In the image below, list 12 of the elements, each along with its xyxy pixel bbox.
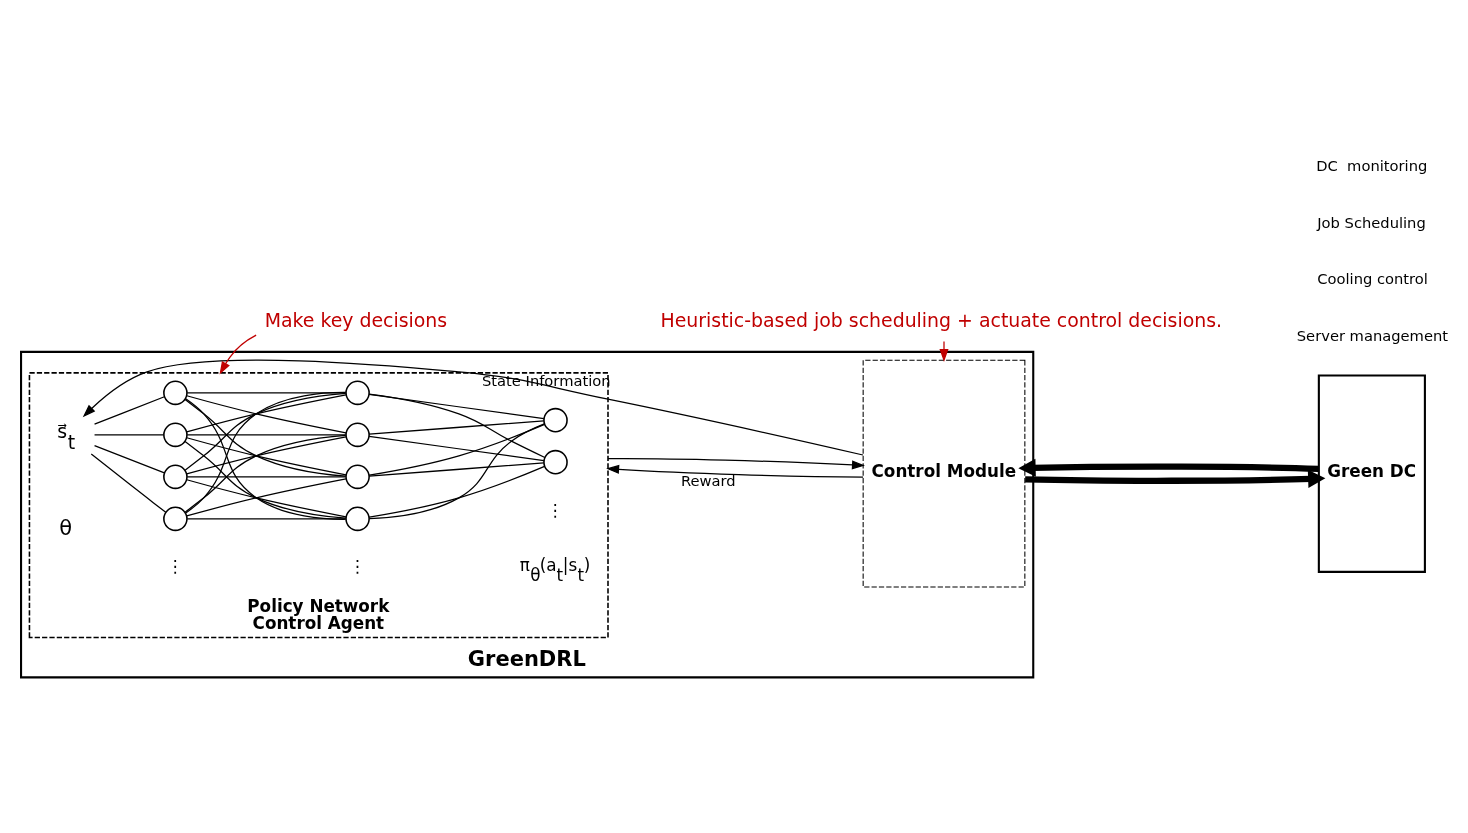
node-text: Make key decisions (264, 308, 448, 331)
label: DC monitoring (1316, 156, 1428, 174)
node-text: Heuristic-based job scheduling + actuate control decisions. (660, 308, 1223, 331)
label: Server management (1296, 326, 1449, 344)
label: Cooling control (1317, 269, 1428, 287)
edge-label: State Information (482, 371, 611, 389)
label: Job Scheduling (1317, 213, 1426, 231)
edge-label: Reward (680, 471, 736, 489)
label: θ (59, 515, 73, 540)
label: ⋮ (349, 555, 366, 576)
label: ⋮ (547, 498, 564, 519)
label: ⋮ (167, 555, 184, 576)
